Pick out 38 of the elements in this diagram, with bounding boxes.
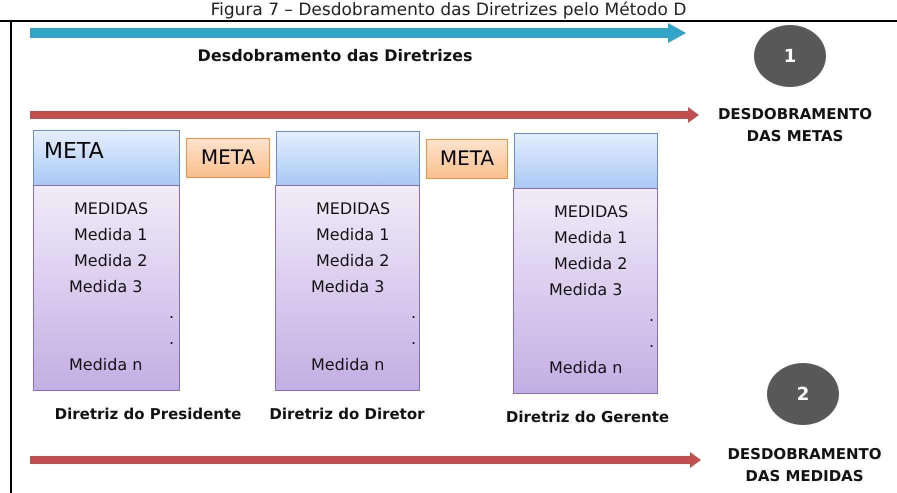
measure-item: . — [410, 302, 416, 324]
measure-item: Medida 1 — [315, 224, 390, 246]
step-circle: 2 — [767, 363, 839, 425]
measures-heading: MEDIDAS — [73, 198, 148, 220]
measures-box — [275, 185, 420, 391]
column-caption: Diretriz do Gerente — [504, 408, 670, 426]
measure-item: Medida 1 — [73, 224, 148, 246]
measure-item: Medida 2 — [73, 250, 148, 272]
measures-heading: MEDIDAS — [553, 201, 628, 223]
column-caption: Diretriz do Presidente — [54, 405, 242, 423]
step-circle: 1 — [754, 25, 826, 87]
measure-item: Medida 3 — [548, 279, 622, 301]
measures-box — [513, 188, 658, 394]
measure-item: Medida 1 — [553, 227, 628, 249]
figure-title: Figura 7 – Desdobramento das Diretrizes pelo Método D — [210, 0, 688, 20]
meta-header — [514, 133, 658, 189]
meta-header: META — [33, 130, 180, 186]
measure-item: . — [168, 328, 174, 350]
measures-box — [33, 185, 180, 391]
measure-item: Medida 3 — [310, 276, 384, 298]
meta-bar: META — [186, 138, 270, 178]
meta-bar: META — [426, 139, 508, 179]
measure-item: Medida n — [310, 354, 384, 376]
measure-item: Medida 2 — [553, 253, 628, 275]
measure-item: . — [648, 305, 654, 327]
stage-label: DESDOBRAMENTO DAS METAS — [716, 104, 873, 147]
arrow-caption: Desdobramento das Diretrizes — [196, 45, 474, 67]
measure-item: Medida 2 — [315, 250, 390, 272]
measure-item: Medida n — [68, 354, 142, 376]
measure-item: Medida n — [548, 357, 622, 379]
meta-header — [276, 131, 420, 186]
column-caption: Diretriz do Diretor — [268, 405, 426, 423]
stage-label: DESDOBRAMENTO DAS MEDIDAS — [726, 444, 882, 487]
measure-item: . — [648, 331, 654, 353]
measure-item: . — [168, 302, 174, 324]
measures-heading: MEDIDAS — [315, 198, 390, 220]
measure-item: . — [410, 328, 416, 350]
measure-item: Medida 3 — [68, 276, 142, 298]
